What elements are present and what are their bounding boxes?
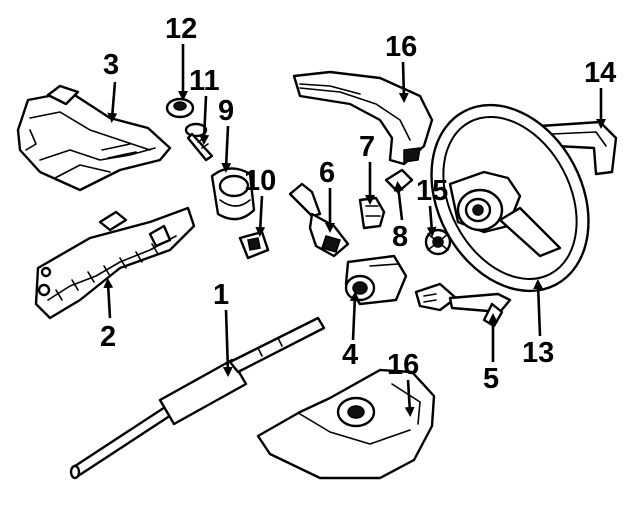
- part-11-lock-bolt: [184, 122, 214, 162]
- part-6-turn-signal-switch: [288, 182, 350, 258]
- callout-labels: 1 2 3 4 5 6 7 8 9 10 11 12 13 14 15 16 1…: [100, 13, 616, 395]
- part-16-lower-shroud: [256, 368, 436, 480]
- part-12-retainer: [165, 97, 195, 119]
- part-7-connector: [358, 196, 386, 230]
- callout-8: 8: [392, 221, 408, 253]
- callout-1: 1: [213, 279, 229, 311]
- part-16-upper-shroud: [292, 70, 434, 166]
- part-15-hub-nut: [424, 228, 452, 256]
- part-5-wiper-switch: [414, 282, 512, 328]
- part-3-column-support-bracket: [16, 84, 172, 192]
- callout-16-upper: 16: [385, 31, 417, 63]
- callout-16-lower: 16: [387, 349, 419, 381]
- part-10-switch: [238, 230, 270, 260]
- part-2-column-jacket: [34, 206, 196, 320]
- callout-13: 13: [522, 337, 554, 369]
- callout-12: 12: [165, 13, 197, 45]
- callout-11: 11: [189, 65, 220, 97]
- callout-5: 5: [483, 363, 499, 395]
- callout-6: 6: [319, 157, 335, 189]
- part-9-lock-housing: [210, 167, 256, 221]
- part-1-steering-shaft: [69, 316, 326, 480]
- callout-3: 3: [103, 49, 119, 81]
- callout-10: 10: [244, 165, 276, 197]
- callout-4: 4: [342, 339, 358, 371]
- callout-7: 7: [359, 131, 375, 163]
- callout-9: 9: [218, 95, 234, 127]
- leader-lines: [103, 44, 606, 417]
- callout-14: 14: [584, 57, 616, 89]
- callout-15: 15: [416, 175, 448, 207]
- callout-2: 2: [100, 321, 116, 353]
- part-13-steering-wheel: [430, 103, 590, 293]
